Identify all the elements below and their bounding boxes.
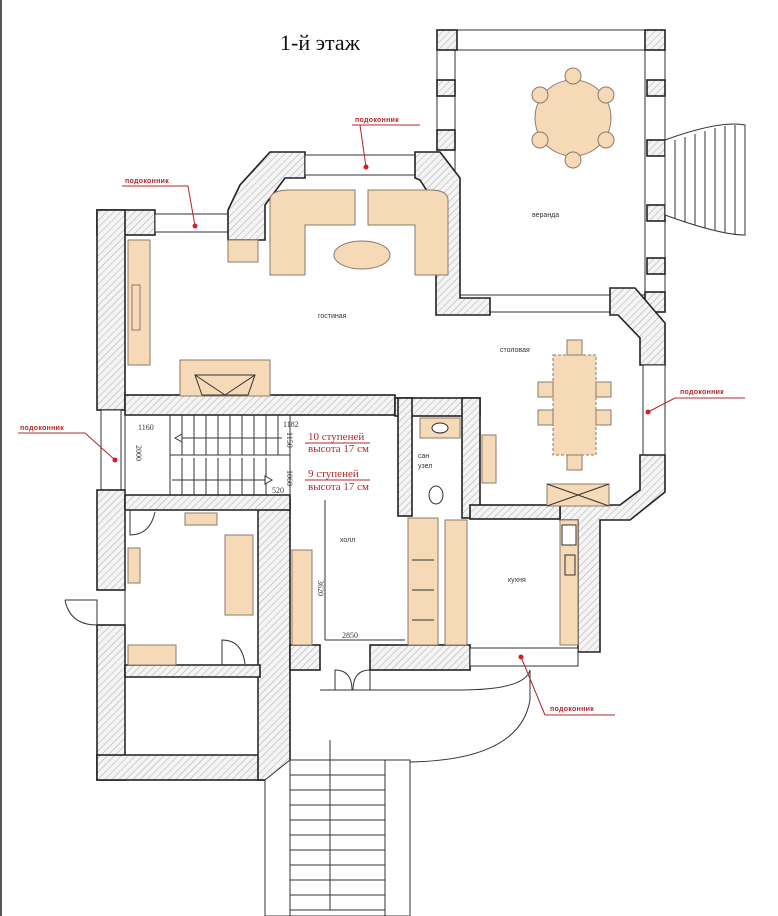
dim-1182: 1182 [283,420,299,429]
room-label-hall: холл [340,537,355,544]
lower-height-note: высота 17 см [308,481,369,493]
room-label-dining: столовая [500,347,530,354]
kitchen: кухня [444,519,579,646]
veranda-stairs [664,123,746,236]
bedroom [64,510,254,666]
note-sill-top: подоконник [355,117,399,124]
note-sill-right: подоконник [680,389,724,396]
dim-520: 520 [272,486,284,495]
upper-steps-note: 10 ступеней [308,431,364,443]
walls [96,151,666,781]
veranda: веранда [436,29,746,313]
note-sill-left: подоконник [20,425,64,432]
entrance-porch [264,669,531,916]
room-label-bath-1: сан [418,453,429,460]
living-room: гостиная [127,189,449,397]
room-label-kitchen: кухня [508,577,526,584]
floor-title: 1-й этаж [280,30,361,55]
dim-2000: 2000 [134,445,143,461]
bathroom: сан узел [418,417,461,505]
hall: холл 3620 2850 [291,500,439,691]
sill-annotations: подоконник подоконник подоконник подокон… [18,117,745,716]
dim-1060: 1060 [285,470,294,486]
dim-1150: 1150 [285,432,294,448]
room-label-veranda: веранда [532,212,559,219]
room-label-living: гостиная [318,313,347,320]
interior-stairs: 1160 2000 1182 1150 1060 520 10 ступеней… [124,414,370,496]
room-label-bath-2: узел [418,463,432,470]
dim-1160: 1160 [138,423,154,432]
dim-2850: 2850 [342,631,358,640]
note-sill-left-top: подоконник [125,178,169,185]
dim-3620: 3620 [316,580,325,596]
note-sill-bottom: подоконник [550,706,594,713]
lower-steps-note: 9 ступеней [308,468,359,480]
dining-room: столовая [481,339,612,507]
upper-height-note: высота 17 см [308,443,369,455]
round-dining-table [531,67,615,169]
